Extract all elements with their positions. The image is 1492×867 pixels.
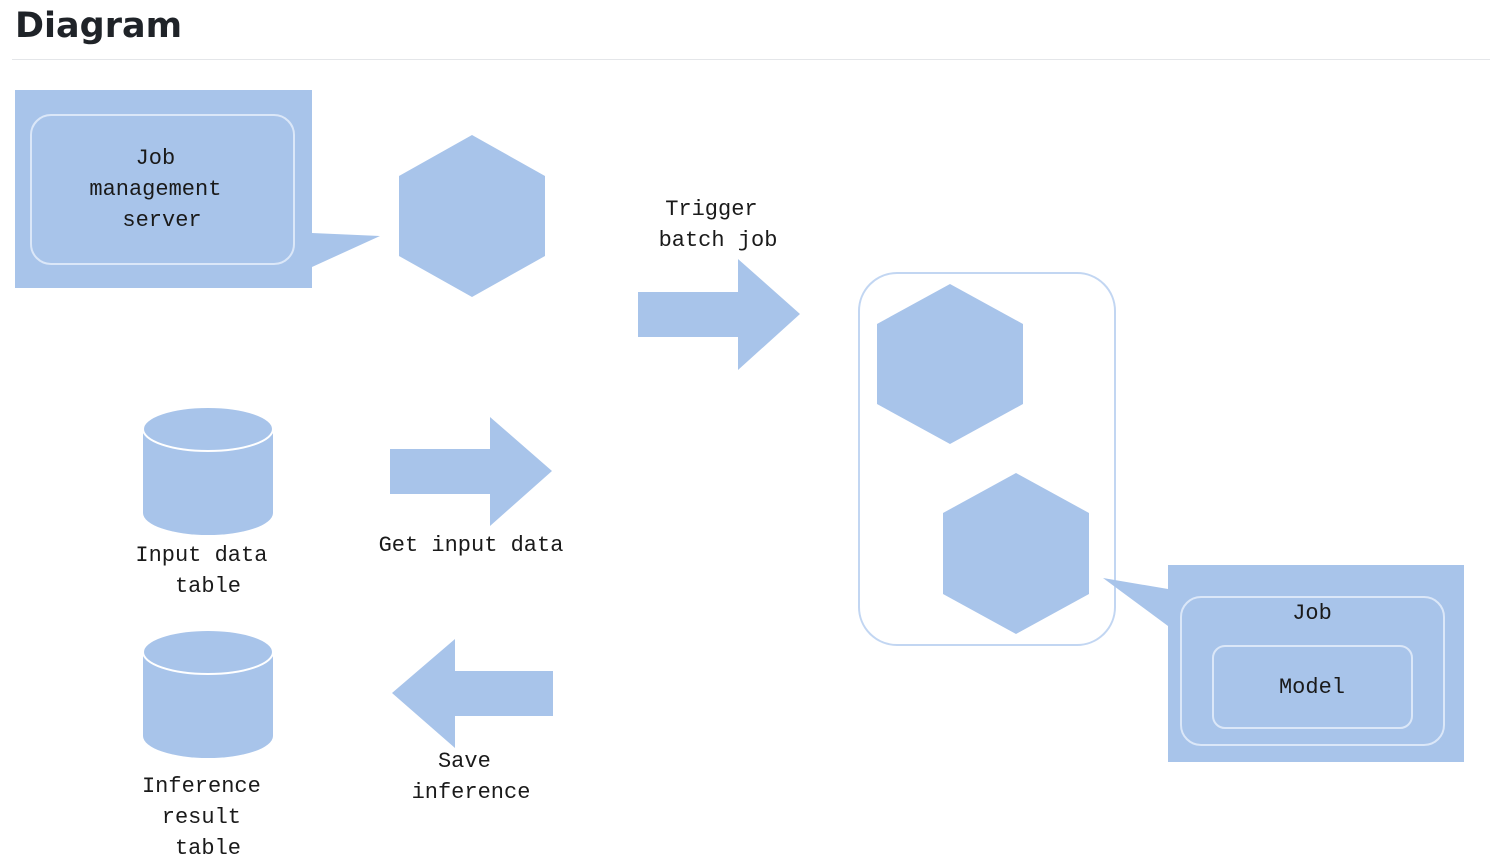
- inference-result-table: Inference result table: [142, 629, 274, 861]
- right-arrow-icon: [638, 259, 800, 370]
- input-data-table: Input data table: [135, 406, 280, 599]
- model-box: [1212, 645, 1413, 729]
- server-hexagon-icon: [399, 135, 545, 297]
- trigger-batch-job-label: Trigger batch job: [659, 197, 778, 253]
- job-management-server-label: Job management server: [89, 146, 234, 233]
- right-arrow-icon: [390, 417, 552, 526]
- trigger-batch-job-flow: Trigger batch job: [638, 197, 800, 370]
- get-input-data-label: Get input data: [379, 533, 564, 558]
- database-top-rim: [142, 406, 274, 452]
- get-input-data-flow: Get input data: [379, 417, 564, 558]
- batch-cluster: [858, 272, 1116, 646]
- model-label: Model: [1279, 675, 1345, 700]
- callout-shape: [1103, 565, 1464, 762]
- cluster-container: [858, 272, 1116, 646]
- left-arrow-icon: [392, 639, 553, 748]
- inference-result-table-label: Inference result table: [142, 774, 274, 861]
- job-label: Job: [1292, 601, 1332, 626]
- node-hexagon-icon: [943, 473, 1089, 634]
- input-data-table-label: Input data table: [135, 543, 280, 599]
- job-management-server-callout: Job management server: [15, 90, 380, 288]
- job-model-callout: Job Model: [1103, 565, 1464, 762]
- page-title: Diagram: [15, 6, 183, 46]
- callout-inner-box: [30, 114, 295, 265]
- cluster-hexagon-icon: [877, 284, 1023, 444]
- job-box: [1180, 596, 1445, 746]
- database-top-rim: [142, 629, 274, 675]
- save-inference-flow: Save inference: [392, 639, 553, 805]
- save-inference-label: Save inference: [412, 749, 531, 805]
- heading-divider: [12, 59, 1490, 60]
- callout-shape: [15, 90, 380, 288]
